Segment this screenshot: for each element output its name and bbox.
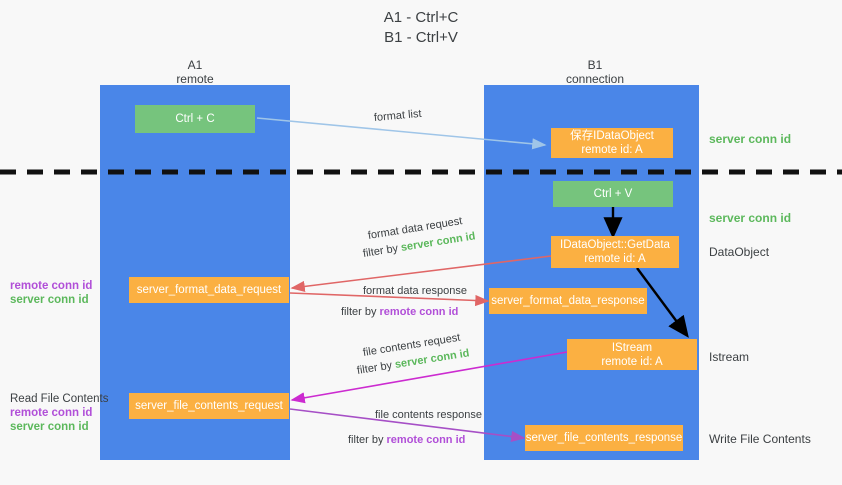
node-server-file-contents-request[interactable]: server_file_contents_request	[129, 393, 289, 419]
left-label-read-file-contents: Read File Contents	[10, 393, 109, 405]
diagram-title: A1 - Ctrl+C B1 - Ctrl+V	[0, 8, 842, 48]
left-label-server-conn-id-1: server conn id	[10, 294, 89, 306]
node-server-file-contents-response[interactable]: server_file_contents_response	[525, 425, 683, 451]
node-ctrl-c[interactable]: Ctrl + C	[135, 105, 255, 133]
node-istream-line2: remote id: A	[601, 355, 663, 368]
node-ctrl-c-label: Ctrl + C	[175, 113, 215, 125]
edge-label-format-data-request-filter-prefix: filter by	[362, 242, 402, 260]
edge-label-file-contents-request-filter-prefix: filter by	[356, 359, 396, 377]
edge-label-format-data-response: format data response	[363, 285, 467, 297]
left-margin-read-file-contents: Read File Contents remote conn id server…	[10, 392, 108, 434]
edge-label-file-contents-response-filter-value: remote conn id	[386, 434, 466, 446]
node-save-idataobject[interactable]: 保存IDataObject remote id: A	[551, 128, 673, 158]
column-header-b1-name: B1	[587, 58, 603, 72]
node-server-file-contents-request-label: server_file_contents_request	[135, 400, 283, 412]
node-server-format-data-request[interactable]: server_format_data_request	[129, 277, 289, 303]
edge-label-format-data-response-filter-value: remote conn id	[379, 306, 459, 318]
right-label-istream: Istream	[709, 350, 750, 364]
column-header-a1-name: A1	[187, 58, 203, 72]
edge-label-file-contents-response-filter-prefix: filter by	[348, 434, 387, 446]
node-ctrl-v-label: Ctrl + V	[593, 188, 633, 200]
column-header-b1: B1 connection	[515, 58, 675, 86]
node-ctrl-v[interactable]: Ctrl + V	[553, 181, 673, 207]
node-save-idataobject-line2: remote id: A	[581, 144, 643, 156]
edge-label-format-data-response-filter: filter by remote conn id	[341, 306, 458, 318]
node-idataobject-getdata-line2: remote id: A	[584, 253, 646, 265]
node-idataobject-getdata-line1: IDataObject::GetData	[560, 239, 670, 251]
right-label-server-conn-id-top: server conn id	[709, 132, 792, 146]
right-label-server-conn-id-mid: server conn id	[709, 211, 792, 225]
node-server-file-contents-response-label: server_file_contents_response	[525, 432, 683, 444]
edge-label-format-list: format list	[373, 107, 423, 124]
node-istream-line1: IStream	[611, 341, 653, 354]
left-label-server-conn-id-2: server conn id	[10, 421, 89, 433]
node-server-format-data-request-label: server_format_data_request	[136, 284, 282, 296]
right-label-write-file-contents: Write File Contents	[709, 432, 811, 446]
node-server-format-data-response-label: server_format_data_response	[491, 295, 645, 307]
node-idataobject-getdata[interactable]: IDataObject::GetData remote id: A	[551, 236, 679, 268]
column-header-a1: A1 remote	[115, 58, 275, 86]
left-label-remote-conn-id-1: remote conn id	[10, 280, 93, 292]
column-header-b1-sub: connection	[565, 72, 625, 86]
edge-label-file-contents-response: file contents response	[375, 409, 483, 421]
title-line-1: A1 - Ctrl+C	[383, 9, 459, 26]
node-server-format-data-response[interactable]: server_format_data_response	[489, 288, 647, 314]
edge-label-file-contents-response-filter: filter by remote conn id	[348, 434, 465, 446]
right-label-dataobject: DataObject	[709, 245, 770, 259]
node-istream[interactable]: IStream remote id: A	[567, 339, 697, 370]
node-save-idataobject-line1: 保存IDataObject	[570, 130, 654, 142]
left-label-remote-conn-id-2: remote conn id	[10, 407, 93, 419]
edge-label-format-data-response-filter-prefix: filter by	[341, 306, 380, 318]
column-header-a1-sub: remote	[176, 72, 214, 86]
left-margin-conn-ids-format: remote conn id server conn id	[10, 279, 92, 307]
title-line-2: B1 - Ctrl+V	[384, 29, 458, 46]
